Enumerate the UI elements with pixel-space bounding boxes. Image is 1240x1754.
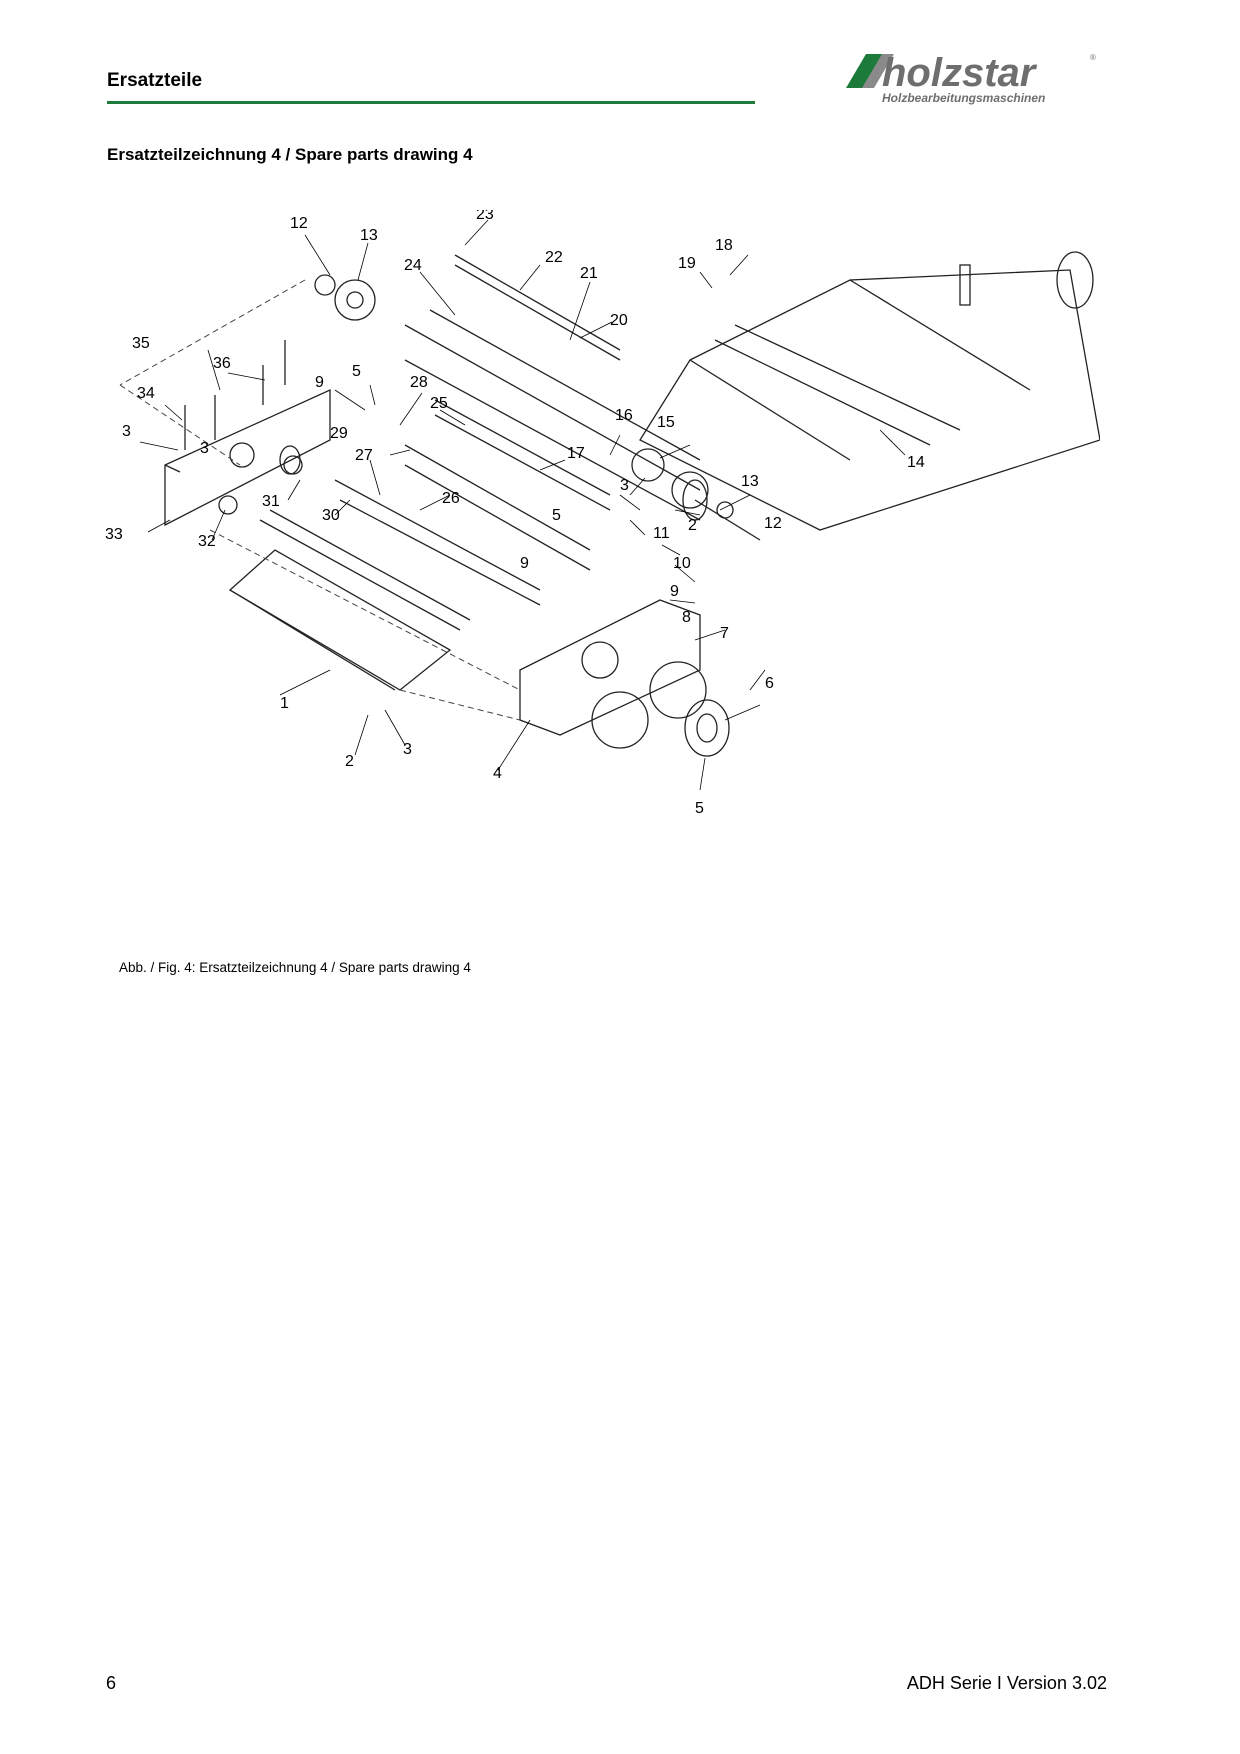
callout-3b: 3 <box>122 423 131 440</box>
callout-23: 23 <box>476 210 494 223</box>
callout-2b: 2 <box>688 517 697 534</box>
right-frame <box>519 599 701 736</box>
callout-34: 34 <box>137 385 155 402</box>
callout-24: 24 <box>404 257 422 274</box>
callout-11: 11 <box>653 525 670 542</box>
callout-31: 31 <box>262 493 280 510</box>
callout-12a: 12 <box>290 215 308 232</box>
callout-3a: 3 <box>403 741 412 758</box>
callout-12b: 12 <box>764 515 782 532</box>
callout-5a: 5 <box>352 363 361 380</box>
callout-22: 22 <box>545 249 563 266</box>
left-frame <box>164 388 331 527</box>
callout-16: 16 <box>615 407 633 424</box>
callout-15: 15 <box>657 414 675 431</box>
callout-9c: 9 <box>670 583 679 600</box>
lower-chute <box>228 549 452 691</box>
callout-18: 18 <box>715 237 733 254</box>
section-title: Ersatzteile <box>107 70 203 91</box>
spare-parts-drawing: 1 2 2 3 3 3 3 4 5 5 5 6 7 8 9 9 9 10 11 … <box>105 210 1100 817</box>
header-divider <box>107 101 755 104</box>
callout-21: 21 <box>580 265 598 282</box>
callout-13a: 13 <box>360 227 378 244</box>
page-number: 6 <box>106 1673 117 1693</box>
callout-6: 6 <box>765 675 774 692</box>
logo-registered: ® <box>1090 53 1096 62</box>
callout-3d: 3 <box>200 440 209 457</box>
callout-20: 20 <box>610 312 628 329</box>
callout-25: 25 <box>430 395 448 412</box>
callout-13b: 13 <box>741 473 759 490</box>
callout-26: 26 <box>442 490 460 507</box>
callout-5b: 5 <box>552 507 561 524</box>
callout-4: 4 <box>493 765 502 782</box>
callout-33: 33 <box>105 526 123 543</box>
drawing-title: Ersatzteilzeichnung 4 / Spare parts draw… <box>107 145 473 164</box>
callout-5c: 5 <box>695 800 704 817</box>
logo-wordmark: holzstar <box>882 51 1038 95</box>
callout-28: 28 <box>410 374 428 391</box>
callout-17: 17 <box>567 445 585 462</box>
callout-8: 8 <box>682 609 691 626</box>
callout-30: 30 <box>322 507 340 524</box>
logo-mark-icon <box>846 54 886 88</box>
callout-35: 35 <box>132 335 150 352</box>
callout-1: 1 <box>280 695 289 712</box>
callout-36: 36 <box>213 355 231 372</box>
callout-3c: 3 <box>620 477 629 494</box>
callout-19: 19 <box>678 255 696 272</box>
hood-outline <box>639 269 1100 531</box>
callout-27: 27 <box>355 447 373 464</box>
callout-7: 7 <box>720 625 729 642</box>
logo-tagline: Holzbearbeitungsmaschinen <box>882 91 1045 105</box>
figure-caption: Abb. / Fig. 4: Ersatzteilzeichnung 4 / S… <box>119 960 471 975</box>
callout-9b: 9 <box>520 555 529 572</box>
callout-2a: 2 <box>345 753 354 770</box>
callout-14: 14 <box>907 454 925 471</box>
callout-9a: 9 <box>315 374 324 391</box>
callout-10: 10 <box>673 555 691 572</box>
callout-29: 29 <box>330 425 348 442</box>
holzstar-logo: holzstar ® Holzbearbeitungsmaschinen <box>846 51 1096 105</box>
document-version: ADH Serie I Version 3.02 <box>906 1673 1107 1693</box>
callout-32: 32 <box>198 533 216 550</box>
